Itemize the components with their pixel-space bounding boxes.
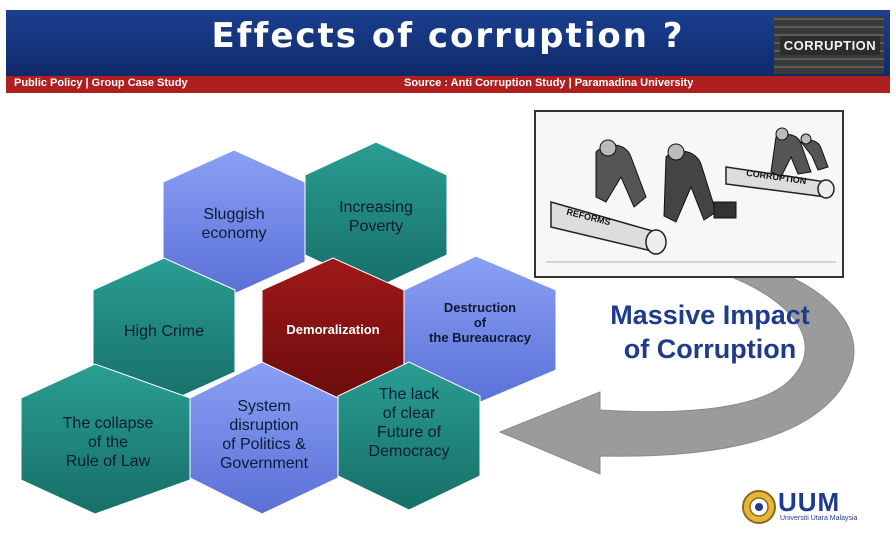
corruption-cartoon: REFORMS CORRUPTION — [534, 110, 844, 278]
uum-name: UUM — [778, 487, 841, 517]
hex-increasing-poverty — [304, 141, 448, 289]
impact-line-2: of Corruption — [623, 334, 797, 364]
label-high-crime: High Crime — [123, 323, 204, 340]
uum-logo: UUM Universiti Utara Malaysia — [742, 485, 872, 530]
label-system-disruption: System disruption of Politics & Governme… — [219, 398, 309, 472]
cartoon-illustration — [536, 112, 842, 276]
label-collapse-rule-of-law: The collapse of the Rule of Law — [62, 415, 154, 470]
impact-line-1: Massive Impact — [610, 300, 810, 330]
subtitle-right: Source : Anti Corruption Study | Paramad… — [404, 77, 694, 89]
subtitle-bar: Public Policy | Group Case Study Source … — [6, 76, 890, 93]
label-sluggish-economy: Sluggish economy — [201, 206, 267, 242]
uum-full-name: Universiti Utara Malaysia — [780, 515, 858, 522]
corruption-logo-text: CORRUPTION — [780, 36, 880, 55]
subtitle-left: Public Policy | Group Case Study — [14, 77, 188, 89]
curved-arrow — [498, 247, 855, 475]
corruption-logo: CORRUPTION — [774, 16, 884, 74]
label-increasing-poverty: Increasing Poverty — [339, 199, 413, 235]
label-lack-future-democracy: The lack of clear Future of Democracy — [368, 386, 450, 460]
label-destruction-bureaucracy: Destruction of the Bureaucracy — [429, 300, 531, 345]
hex-collapse-rule-of-law — [20, 363, 191, 515]
uum-crest-icon — [742, 490, 776, 524]
label-demoralization: Demoralization — [286, 322, 380, 337]
hex-lack-future-democracy — [337, 361, 481, 511]
slide-header: Effects of corruption ? CORRUPTION — [6, 10, 890, 76]
massive-impact-text: Massive Impact of Corruption — [560, 298, 860, 366]
hex-system-disruption — [189, 361, 339, 515]
slide-title: Effects of corruption ? — [211, 16, 685, 56]
